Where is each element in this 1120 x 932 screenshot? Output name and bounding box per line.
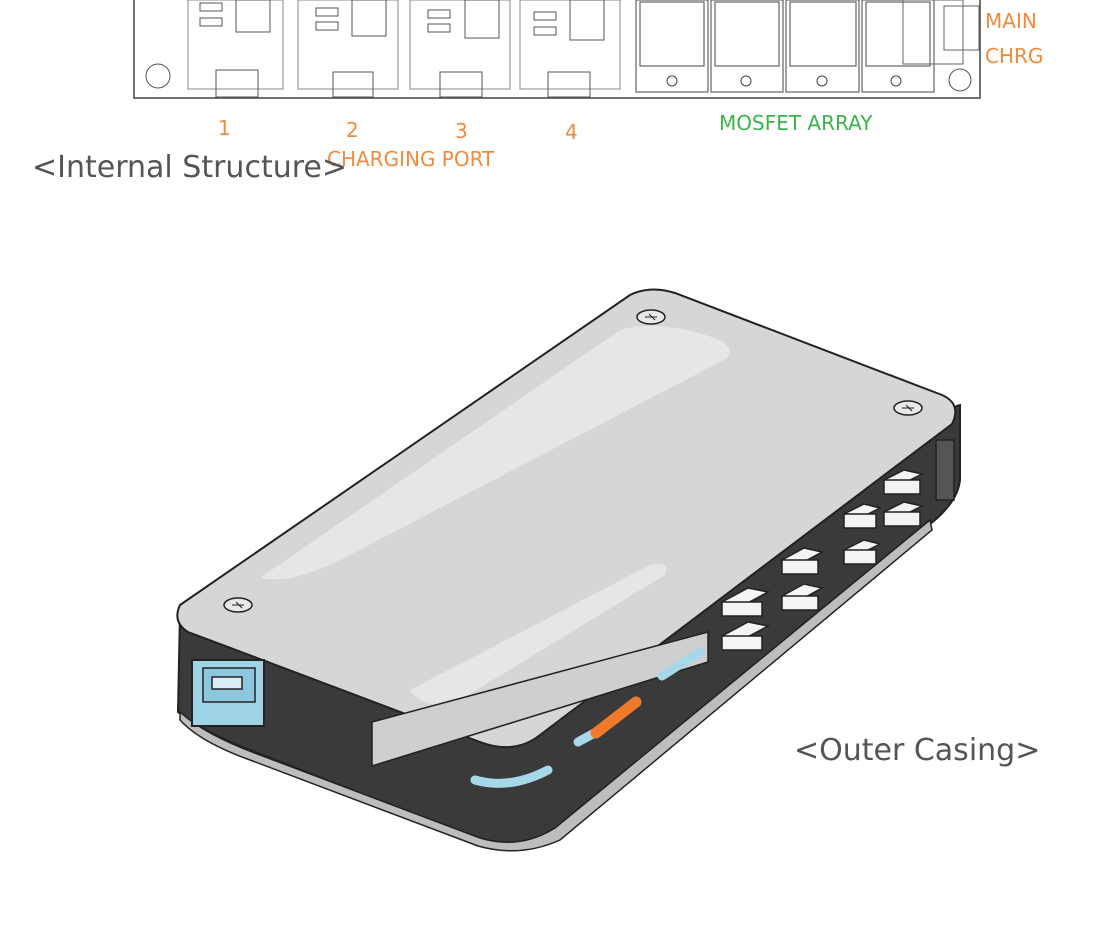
mounting-hole-left: [145, 63, 171, 89]
led-strip-blue-3: [657, 647, 705, 681]
main-label: MAIN: [985, 9, 1037, 33]
side-panel-insert: [371, 631, 709, 768]
charging-port-module-3: [409, 0, 511, 98]
mosfet-4: [861, 0, 935, 93]
lid-highlight-lower: [410, 563, 667, 705]
mosfet-1: [635, 0, 709, 93]
usb-port: [191, 659, 265, 727]
charging-port-module-4: [519, 0, 621, 98]
lid-screw-3: [223, 597, 253, 613]
internal-structure-caption: <Internal Structure>: [32, 150, 347, 185]
charging-port-label: CHARGING PORT: [327, 147, 495, 171]
outer-casing-caption: <Outer Casing>: [794, 733, 1041, 768]
mosfet-array: [635, 0, 935, 93]
mounting-hole-right: [948, 68, 972, 92]
chrg-label: CHRG: [985, 44, 1044, 68]
port-number-3: 3: [455, 119, 468, 143]
lid-highlight-upper: [260, 325, 730, 580]
casing-bottom-band: [179, 518, 933, 852]
output-connectors: [719, 439, 955, 651]
lid-screw-1: [636, 309, 666, 325]
charging-port-module-1: [187, 0, 284, 98]
led-strip-orange: [590, 696, 642, 739]
lid-screw-2: [893, 400, 923, 416]
port-number-2: 2: [346, 118, 359, 142]
outer-casing-illustration: [176, 288, 961, 852]
port-number-4: 4: [565, 120, 578, 144]
mosfet-array-label: MOSFET ARRAY: [719, 111, 873, 135]
end-face-vent: [935, 439, 955, 501]
mosfet-3: [785, 0, 860, 93]
internal-structure-diagram: [133, 0, 981, 99]
circuit-board-outline: [133, 0, 981, 99]
port-number-1: 1: [218, 116, 231, 140]
casing-top-lid: [176, 288, 957, 749]
mosfet-2: [710, 0, 784, 93]
main-chrg-connector: [902, 0, 980, 65]
led-strip-blue-1: [470, 765, 553, 788]
charging-port-module-2: [297, 0, 399, 98]
